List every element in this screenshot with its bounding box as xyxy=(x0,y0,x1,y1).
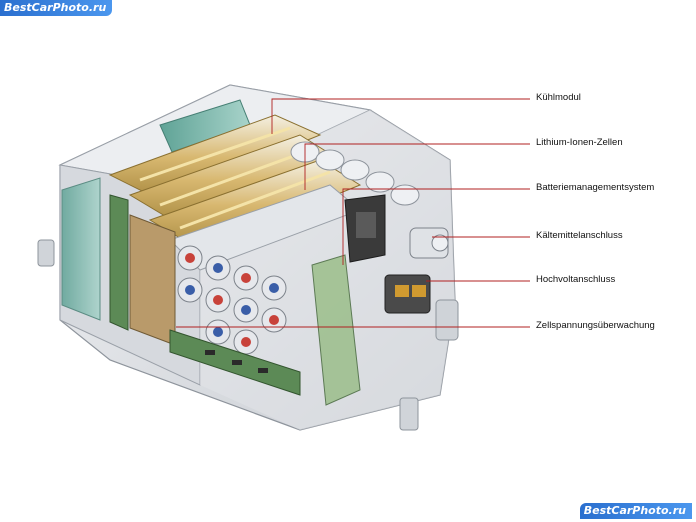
battery-management-system xyxy=(311,194,386,406)
watermark-top: BestCarPhoto.ru xyxy=(0,0,113,16)
label-lithium-ionen-zellen: Lithium-Ionen-Zellen xyxy=(536,137,623,148)
label-kuehlmodul: Kühlmodul xyxy=(536,92,581,103)
busbar-plate xyxy=(129,214,176,346)
watermark-bottom: BestCarPhoto.ru xyxy=(579,503,692,519)
cell-terminals xyxy=(177,245,287,355)
label-zellspannungsueberwachung: Zellspannungsüberwachung xyxy=(536,320,655,331)
leader-bms xyxy=(342,188,530,265)
leader-kuehlmodul xyxy=(271,98,530,134)
leader-zellen xyxy=(304,143,530,190)
cell-voltage-monitoring-board xyxy=(109,194,301,396)
high-voltage-connector xyxy=(384,274,431,314)
leader-lines xyxy=(176,98,530,328)
refrigerant-connection xyxy=(409,227,449,259)
lithium-ion-cells xyxy=(108,114,420,271)
label-hochvoltanschluss: Hochvoltanschluss xyxy=(536,274,616,285)
label-kaeltemittelanschluss: Kältemittelanschluss xyxy=(536,230,623,241)
label-batteriemanagementsystem: Batteriemanagementsystem xyxy=(536,182,655,193)
